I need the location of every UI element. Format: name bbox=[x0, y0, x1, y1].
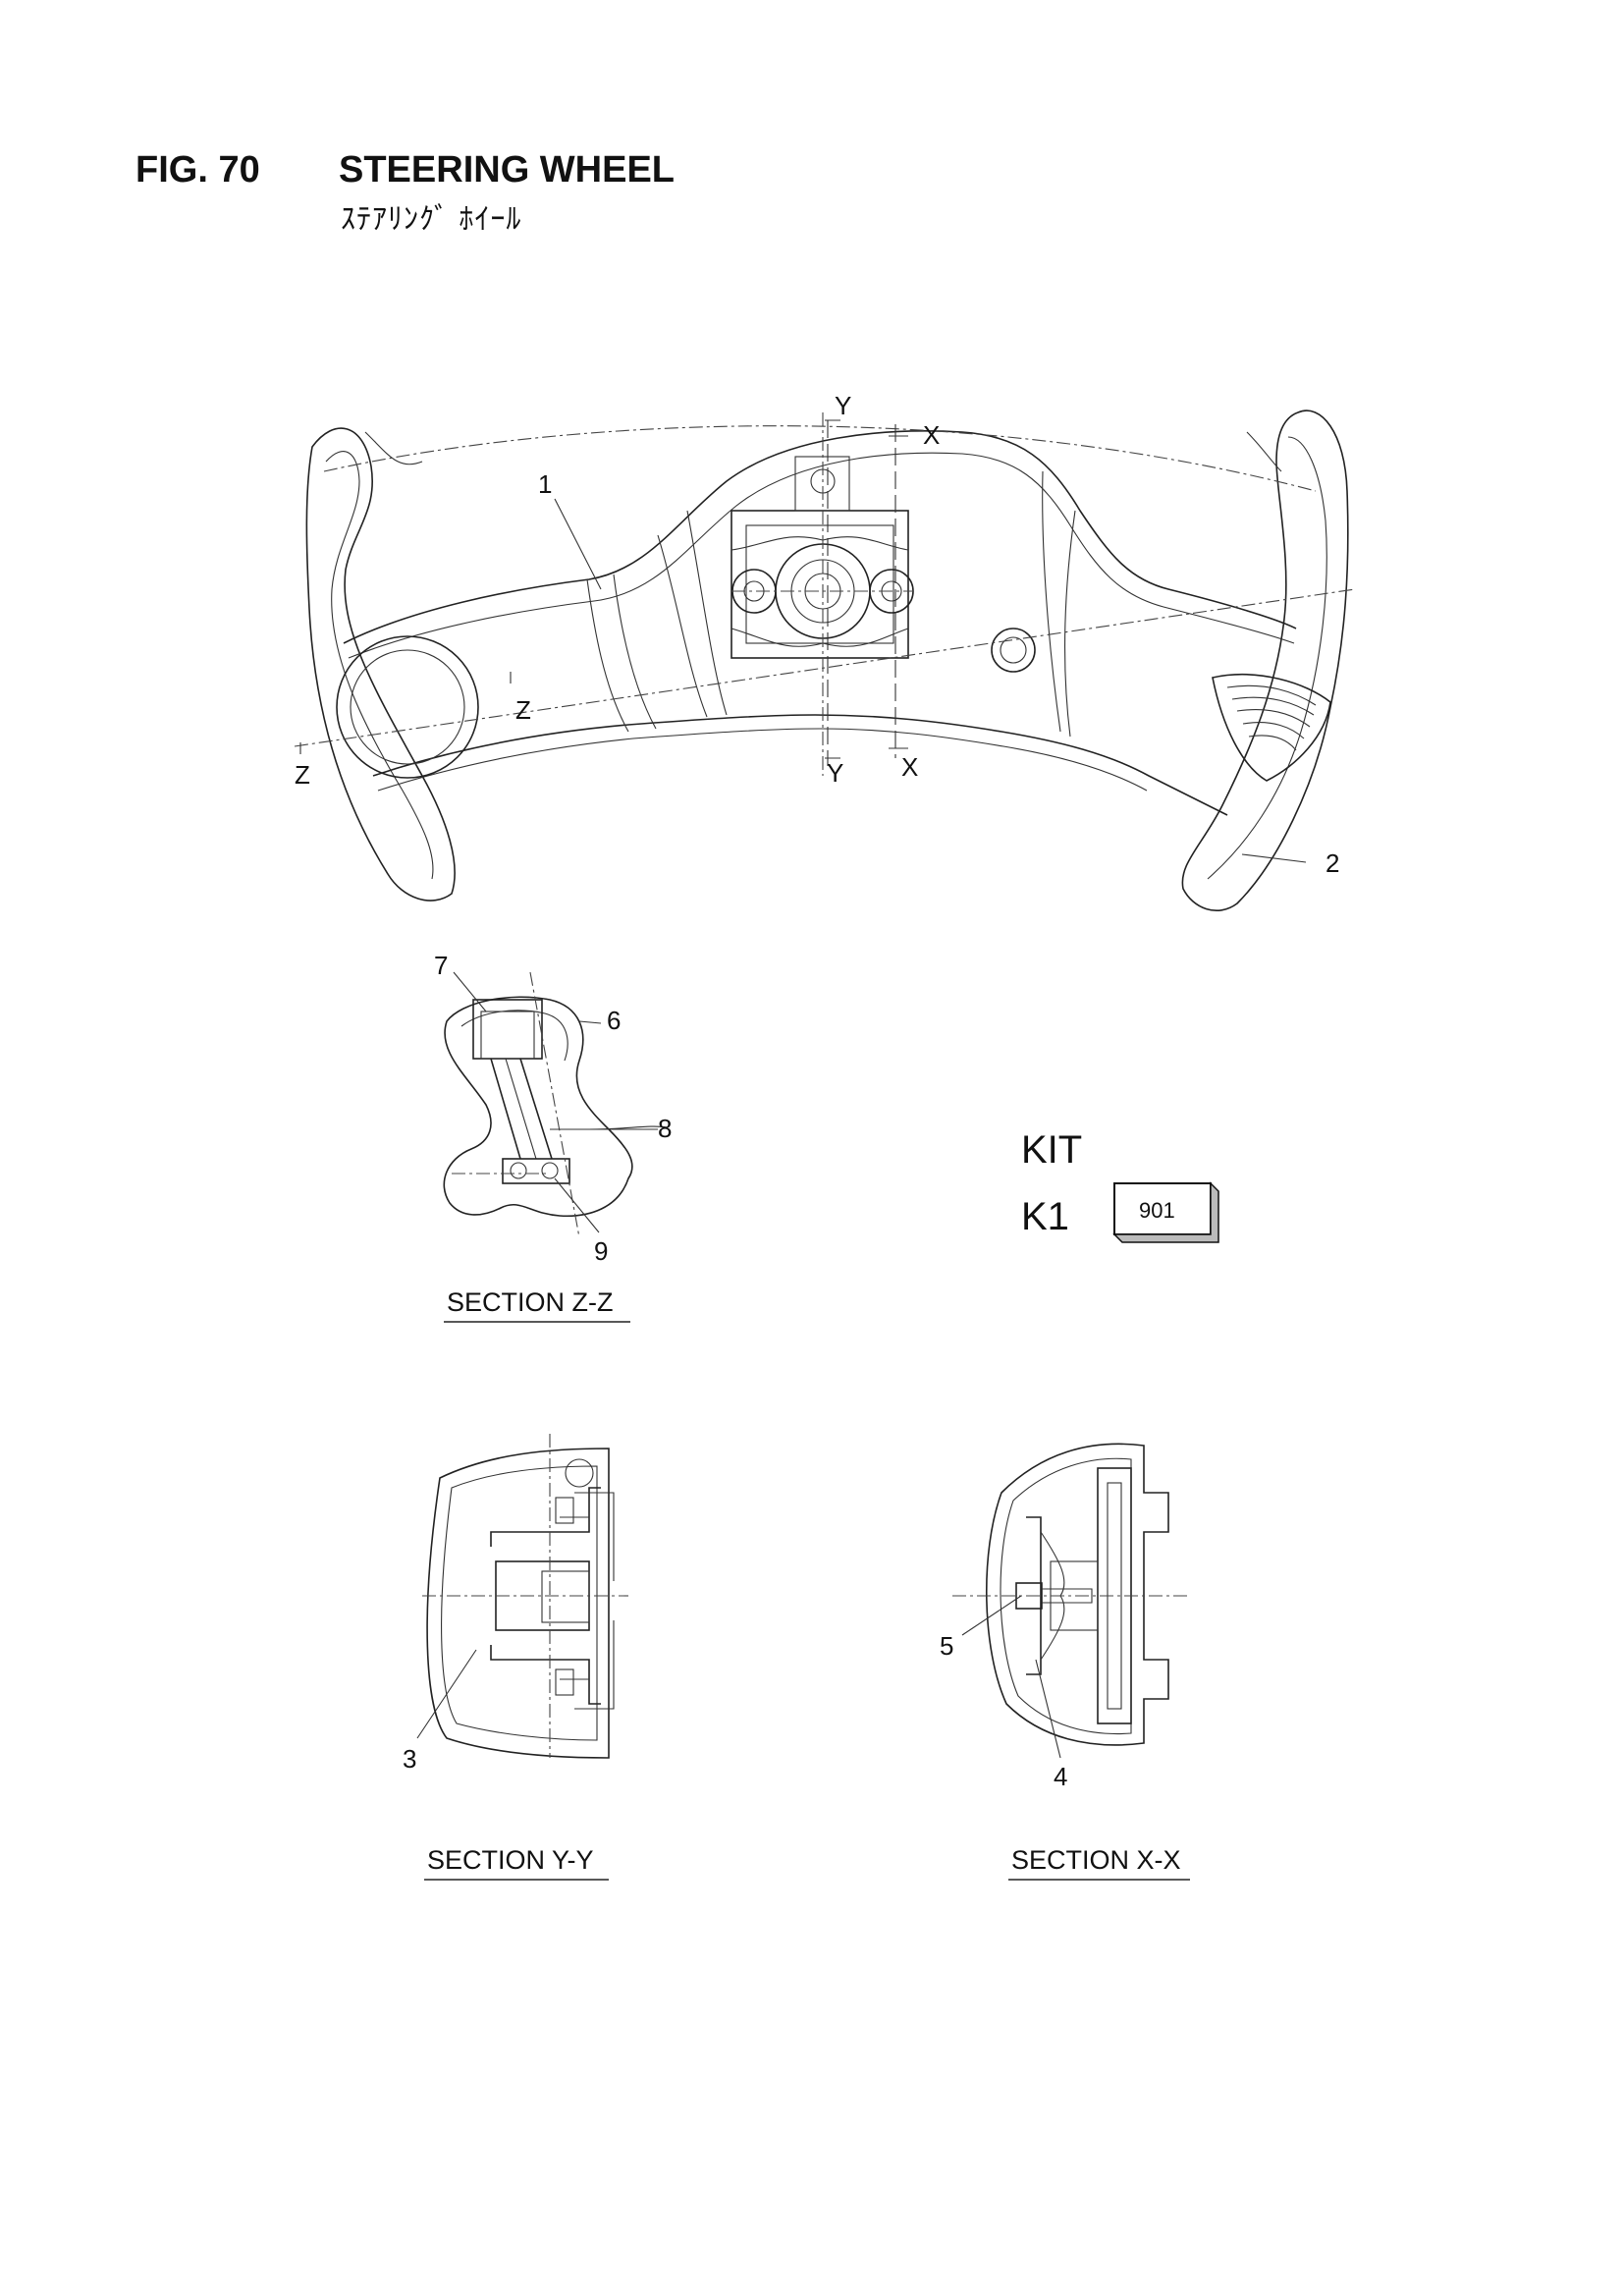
section-y-y-caption: SECTION Y-Y bbox=[427, 1845, 594, 1875]
callout-8: 8 bbox=[658, 1114, 672, 1143]
section-mark-z-left: Z bbox=[295, 760, 310, 790]
kit-heading: KIT bbox=[1021, 1128, 1082, 1172]
figure-title: STEERING WHEEL bbox=[339, 149, 676, 191]
section-mark-y-bottom: Y bbox=[827, 758, 843, 788]
callout-5: 5 bbox=[940, 1631, 953, 1661]
section-x-x-drawing bbox=[952, 1443, 1188, 1759]
kit-part-number: 901 bbox=[1139, 1198, 1175, 1223]
section-mark-x-top: X bbox=[923, 420, 940, 450]
callout-7: 7 bbox=[434, 951, 448, 980]
callout-3: 3 bbox=[403, 1744, 416, 1774]
section-mark-x-bottom: X bbox=[901, 752, 918, 782]
section-mark-y-top: Y bbox=[835, 391, 851, 420]
figure-title-japanese: ｽﾃｱﾘﾝｸﾞ ﾎｲｰﾙ bbox=[341, 203, 522, 236]
callout-9: 9 bbox=[594, 1236, 608, 1266]
figure-number: FIG. 70 bbox=[135, 149, 260, 191]
section-z-z-drawing bbox=[443, 971, 669, 1238]
kit-code: K1 bbox=[1021, 1195, 1069, 1238]
section-y-y-drawing bbox=[416, 1434, 628, 1759]
callout-2: 2 bbox=[1325, 848, 1339, 878]
section-z-z-caption: SECTION Z-Z bbox=[447, 1287, 614, 1317]
steering-wheel-main-view bbox=[294, 410, 1356, 912]
callout-1: 1 bbox=[538, 469, 552, 499]
section-x-x-caption: SECTION X-X bbox=[1011, 1845, 1181, 1875]
callout-6: 6 bbox=[607, 1006, 621, 1035]
section-mark-z-inner: Z bbox=[515, 695, 531, 725]
kit-part-box bbox=[1112, 1181, 1219, 1243]
callout-4: 4 bbox=[1054, 1762, 1067, 1791]
